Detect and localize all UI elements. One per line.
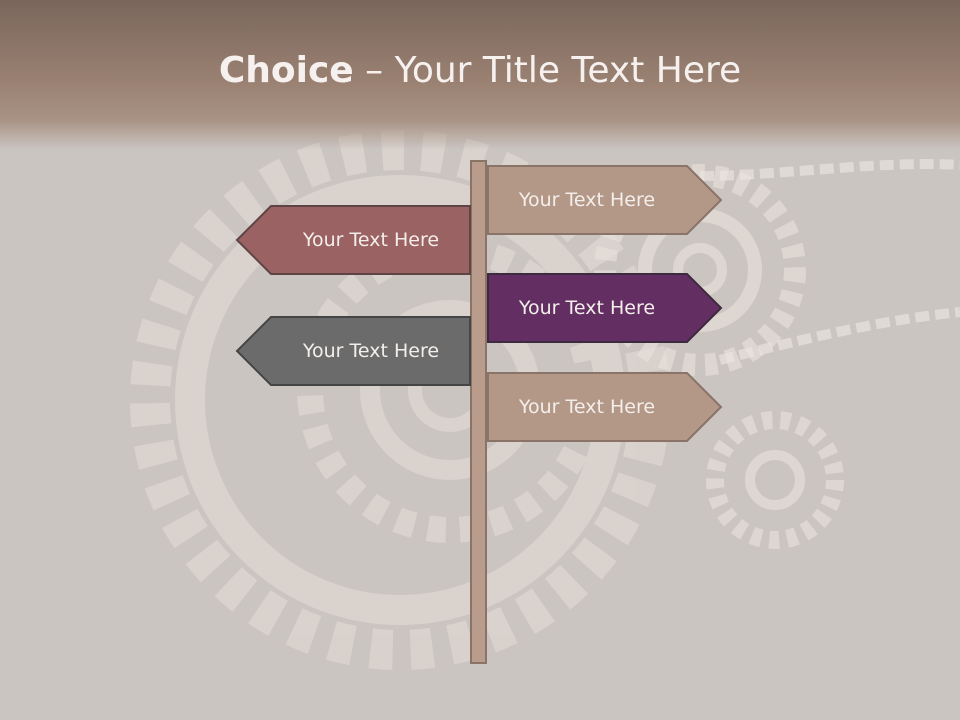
sign-left-1-label: Your Text Here — [302, 229, 440, 251]
sign-right-3-label: Your Text Here — [518, 396, 656, 418]
sign-left-2[interactable]: Your Text Here — [235, 316, 471, 386]
sign-right-3[interactable]: Your Text Here — [487, 372, 723, 442]
sign-right-1-label: Your Text Here — [518, 189, 656, 211]
sign-right-2-shape — [487, 273, 723, 343]
sign-right-1-shape — [487, 165, 723, 235]
sign-left-1[interactable]: Your Text Here — [235, 205, 471, 275]
slide-title: Choice – Your Title Text Here — [0, 50, 960, 91]
sign-left-1-shape — [235, 205, 471, 275]
sign-left-2-shape — [235, 316, 471, 386]
title-rest: – Your Title Text Here — [353, 50, 742, 91]
title-bar — [0, 0, 960, 150]
signpost-pole — [470, 160, 487, 664]
sign-left-2-label: Your Text Here — [302, 340, 440, 362]
sign-right-3-shape — [487, 372, 723, 442]
sign-right-2-label: Your Text Here — [518, 297, 656, 319]
sign-right-1[interactable]: Your Text Here — [487, 165, 723, 235]
sign-right-2[interactable]: Your Text Here — [487, 273, 723, 343]
title-bold: Choice — [218, 50, 354, 91]
